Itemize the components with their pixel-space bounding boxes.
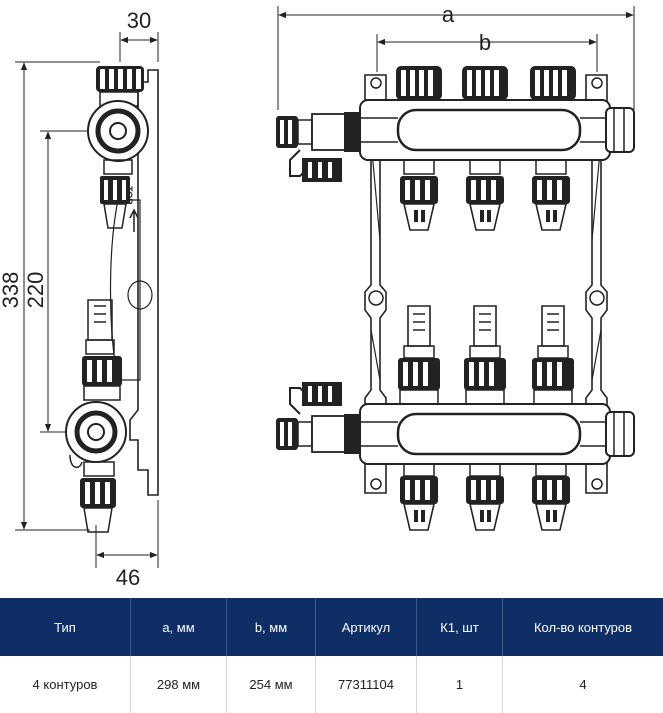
side-view: 30 46 338 220 TOP [0, 8, 159, 590]
dim-b-label: b [479, 30, 491, 55]
top-cap-3 [530, 66, 576, 100]
flowmeters [398, 305, 574, 405]
table-cell: 4 [502, 656, 663, 713]
top-cap-1 [396, 66, 442, 100]
table-cell: 1 [416, 656, 503, 713]
left-valve-bottom [276, 382, 360, 454]
table-header-cell: Артикул [315, 598, 417, 656]
spec-table: Тип a, мм b, мм Артикул К1, шт Кол-во ко… [0, 598, 663, 713]
table-header-cell: a, мм [130, 598, 227, 656]
table-row: 4 контуров 298 мм 254 мм 77311104 1 4 [0, 656, 663, 713]
top-outlets [400, 159, 570, 231]
table-header-cell: Кол-во контуров [502, 598, 663, 656]
top-cap-2 [462, 66, 508, 100]
table-cell: 4 контуров [32, 677, 98, 692]
table-cell: 298 мм [130, 656, 227, 713]
table-cell: 77311104 [315, 656, 417, 713]
left-valve-top [276, 112, 360, 182]
dim-a-label: a [442, 2, 455, 27]
dim-height-total-label: 338 [0, 272, 23, 309]
table-cell: 254 мм [226, 656, 316, 713]
table-header-row: Тип a, мм b, мм Артикул К1, шт Кол-во ко… [0, 598, 663, 656]
table-header-cell: b, мм [226, 598, 316, 656]
dim-depth-top-label: 30 [127, 8, 151, 33]
table-header-cell: Тип [54, 619, 76, 635]
front-view: a b [276, 2, 635, 531]
bottom-outlets [400, 463, 570, 531]
dim-height-axis-label: 220 [23, 272, 48, 309]
dim-depth-bottom-label: 46 [116, 565, 140, 590]
table-header-cell: К1, шт [416, 598, 503, 656]
technical-drawing: 30 46 338 220 TOP [0, 2, 635, 590]
